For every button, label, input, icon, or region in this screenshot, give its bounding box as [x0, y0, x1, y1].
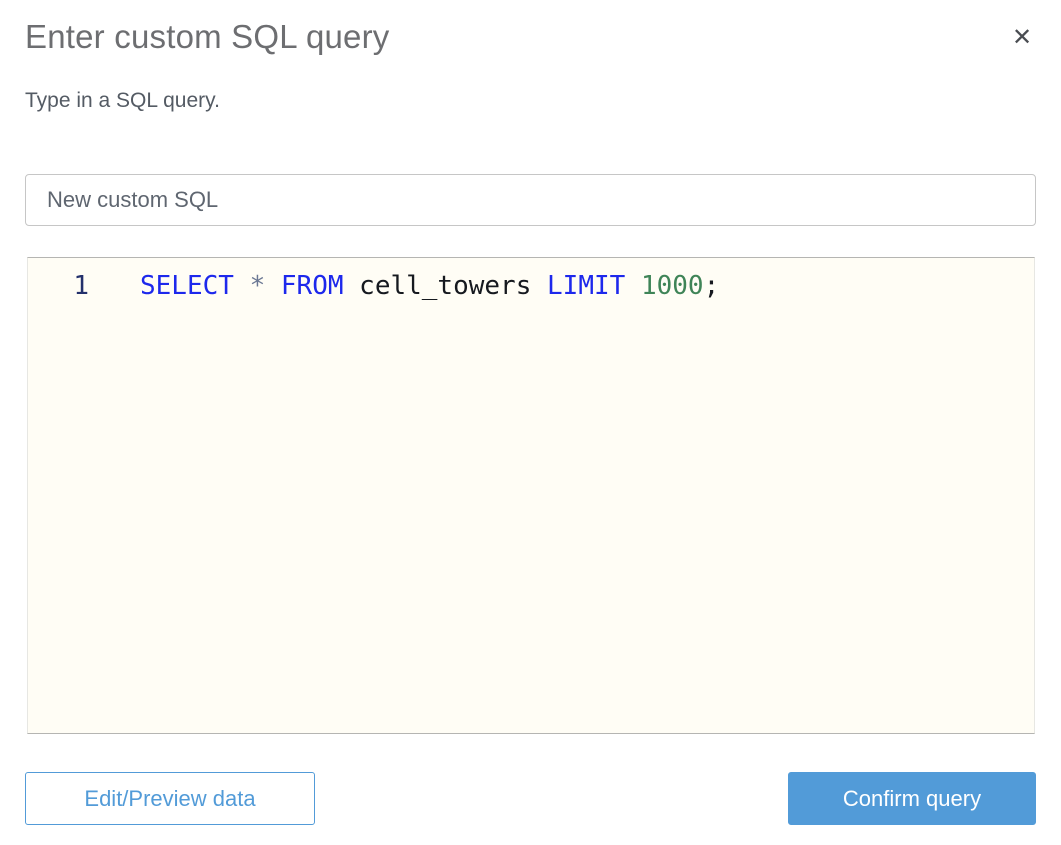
token-plain: ; — [703, 271, 720, 301]
code-content: SELECT * FROM cell_towers LIMIT 1000; — [140, 269, 719, 303]
token-plain: cell_towers — [343, 271, 548, 301]
dialog-subtitle: Type in a SQL query. — [25, 89, 220, 112]
token-plain — [625, 271, 641, 301]
token-number: 1000 — [640, 271, 704, 301]
edit-preview-data-button[interactable]: Edit/Preview data — [25, 772, 315, 825]
token-operator: * — [249, 271, 266, 301]
confirm-query-button[interactable]: Confirm query — [788, 772, 1036, 825]
sql-editor[interactable]: 1 SELECT * FROM cell_towers LIMIT 1000; — [27, 257, 1035, 734]
token-keyword: FROM — [280, 271, 344, 301]
close-button[interactable]: ✕ — [1004, 20, 1040, 56]
code-line: 1 SELECT * FROM cell_towers LIMIT 1000; — [28, 258, 1034, 303]
token-keyword: SELECT — [140, 271, 234, 301]
token-plain — [234, 271, 250, 301]
close-icon: ✕ — [1011, 24, 1033, 51]
dialog-header: Enter custom SQL query ✕ — [25, 18, 1036, 56]
dialog-title: Enter custom SQL query — [25, 18, 390, 55]
line-number: 1 — [73, 271, 89, 301]
token-keyword: LIMIT — [547, 271, 626, 301]
query-name-input[interactable] — [25, 174, 1036, 226]
token-plain — [265, 271, 281, 301]
dialog-footer: Edit/Preview data Confirm query — [25, 772, 1036, 825]
